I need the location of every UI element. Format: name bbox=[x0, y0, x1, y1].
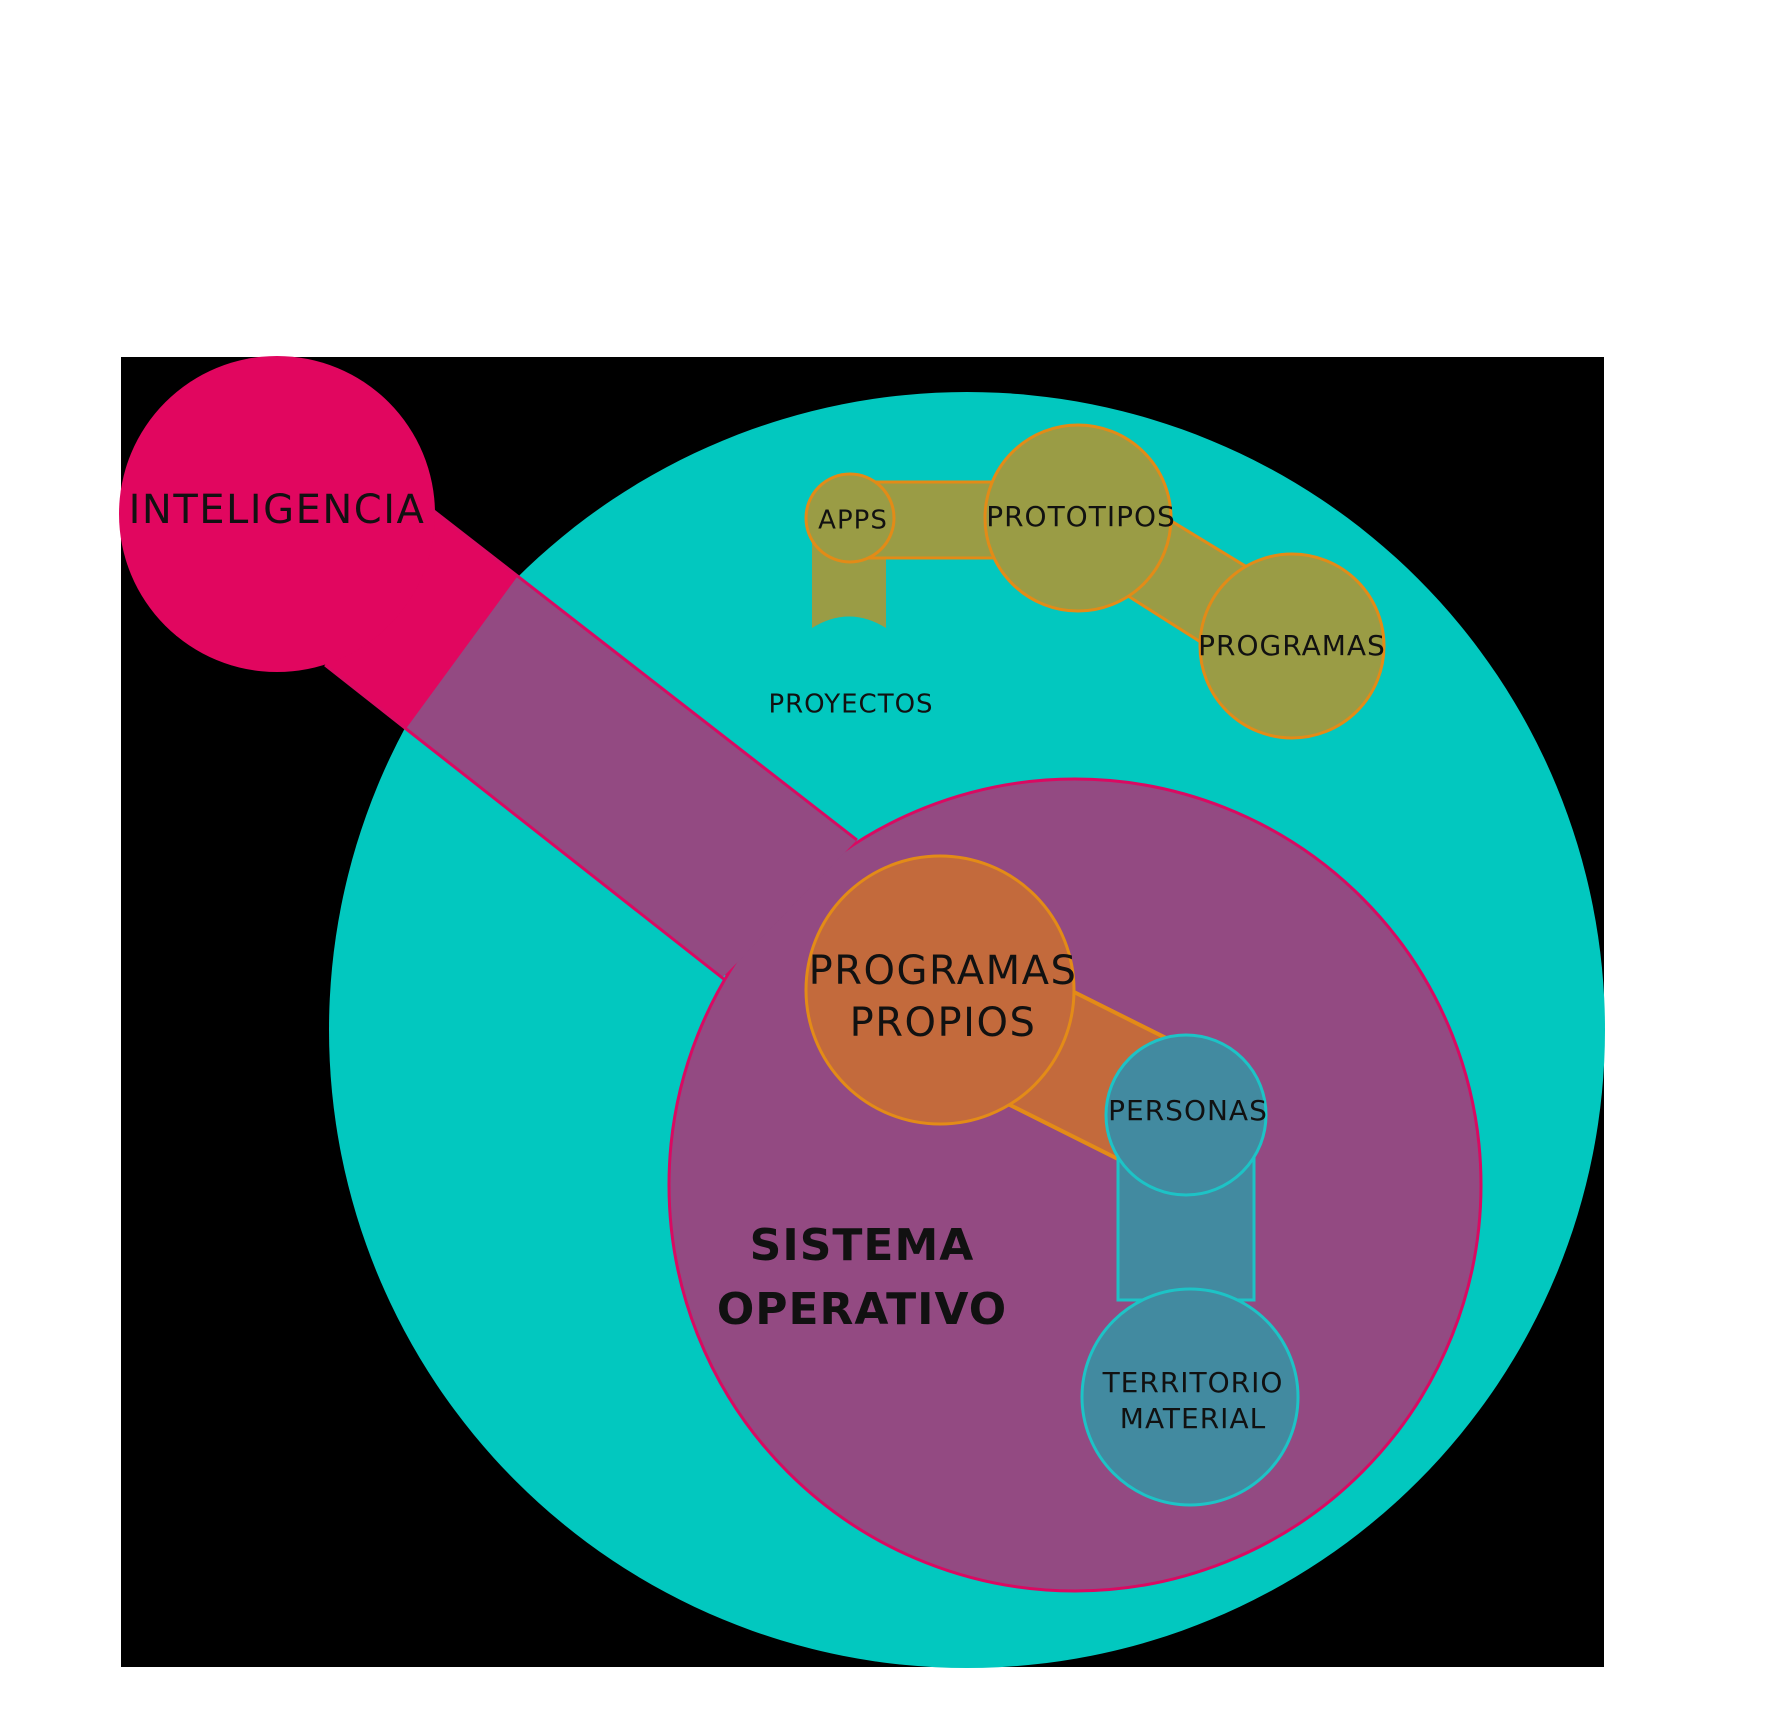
prototipos-label: PROTOTIPOS bbox=[986, 500, 1176, 533]
inteligencia-node bbox=[119, 356, 435, 672]
proyectos-label: PROYECTOS bbox=[768, 690, 933, 720]
programas-propios-label-line2: PROPIOS bbox=[850, 1000, 1037, 1046]
inteligencia-label: INTELIGENCIA bbox=[129, 487, 426, 533]
apps-node bbox=[804, 472, 896, 564]
band-edge-bottom bbox=[324, 663, 726, 982]
territorio-material-node bbox=[1080, 1287, 1300, 1507]
inteligencia-band-overlay bbox=[405, 577, 857, 978]
apps-stem-cap bbox=[812, 616, 886, 632]
personas-label: PERSONAS bbox=[1108, 1094, 1268, 1127]
sistema-operativo-label-line2: OPERATIVO bbox=[717, 1284, 1007, 1335]
programas-node bbox=[1198, 552, 1386, 740]
programas-label: PROGRAMAS bbox=[1198, 629, 1386, 662]
sistema-operativo-label-line1: SISTEMA bbox=[750, 1220, 975, 1271]
programas-propios-label-line1: PROGRAMAS bbox=[809, 948, 1078, 994]
territorio-material-label-line2: MATERIAL bbox=[1120, 1402, 1266, 1435]
band-edge-top bbox=[429, 506, 858, 842]
territorio-material-label-line1: TERRITORIO bbox=[1102, 1366, 1284, 1399]
programas-propios-node bbox=[804, 854, 1076, 1126]
prototipos-node bbox=[983, 423, 1173, 613]
apps-label: APPS bbox=[818, 506, 888, 536]
personas-node bbox=[1104, 1033, 1268, 1197]
